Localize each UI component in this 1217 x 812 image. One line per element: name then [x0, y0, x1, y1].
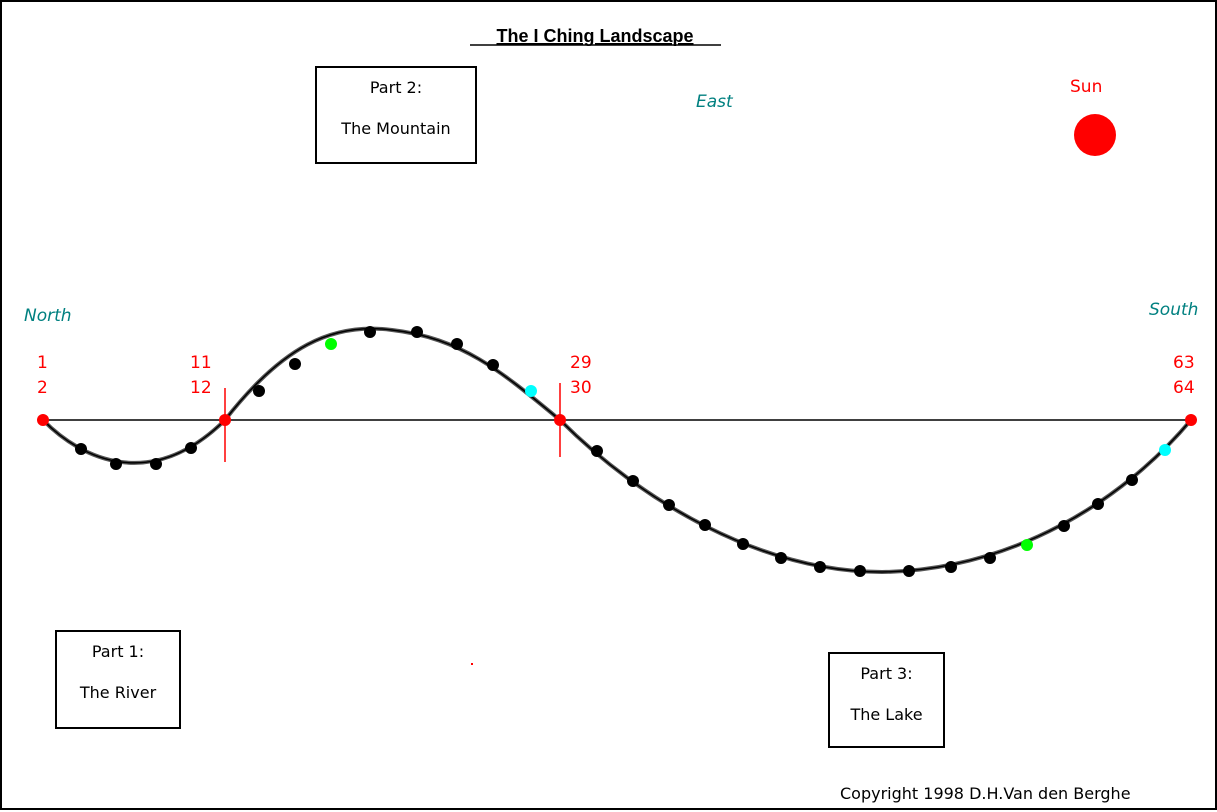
hexagram-dot — [627, 475, 639, 487]
sun-icon — [1074, 114, 1116, 156]
copyright-text: Copyright 1998 D.H.Van den Berghe — [840, 784, 1131, 803]
node-label-2: 2 — [37, 378, 48, 398]
node-dot — [1185, 414, 1197, 426]
part-3-heading: Part 3: — [860, 664, 913, 683]
hexagram-dot — [75, 443, 87, 455]
hexagram-dot — [150, 458, 162, 470]
hexagram-dot — [411, 326, 423, 338]
hexagram-dot — [814, 561, 826, 573]
east-label: East — [696, 92, 734, 112]
node-label-1: 1 — [37, 353, 48, 373]
hexagram-dot — [487, 359, 499, 371]
landscape-curve-shadow — [41, 326, 1193, 575]
hexagram-dots — [37, 326, 1197, 577]
node-label-64: 64 — [1173, 378, 1195, 398]
hexagram-dot — [945, 561, 957, 573]
hexagram-dot — [1126, 474, 1138, 486]
part-3-name: The Lake — [850, 705, 923, 724]
diagram-title: The I Ching Landscape — [496, 26, 693, 46]
north-label: North — [24, 306, 72, 326]
part-1-name: The River — [79, 683, 157, 702]
part-1-river-box: Part 1: The River — [55, 630, 181, 729]
landscape-curve — [42, 327, 1192, 573]
hexagram-dot — [525, 385, 537, 397]
hexagram-dot — [364, 326, 376, 338]
node-dot — [219, 414, 231, 426]
stray-mark — [471, 663, 473, 665]
part-2-name: The Mountain — [341, 119, 451, 138]
node-label-30: 30 — [570, 378, 592, 398]
hexagram-dot — [1021, 539, 1033, 551]
node-label-29: 29 — [570, 353, 592, 373]
hexagram-dot — [110, 458, 122, 470]
node-label-12: 12 — [190, 378, 212, 398]
node-dot — [554, 414, 566, 426]
hexagram-dot — [984, 552, 996, 564]
hexagram-dot — [737, 538, 749, 550]
hexagram-dot — [775, 552, 787, 564]
hexagram-dot — [325, 338, 337, 350]
hexagram-dot — [699, 519, 711, 531]
hexagram-dot — [185, 442, 197, 454]
node-label-11: 11 — [190, 353, 212, 373]
hexagram-dot — [854, 565, 866, 577]
hexagram-dot — [1159, 444, 1171, 456]
hexagram-dot — [451, 338, 463, 350]
part-2-mountain-box: Part 2: The Mountain — [315, 66, 477, 164]
hexagram-dot — [591, 445, 603, 457]
sun-label: Sun — [1070, 77, 1102, 97]
hexagram-dot — [1092, 498, 1104, 510]
part-3-lake-box: Part 3: The Lake — [828, 652, 945, 748]
south-label: South — [1149, 300, 1198, 320]
hexagram-dot — [1058, 520, 1070, 532]
hexagram-dot — [663, 499, 675, 511]
node-label-63: 63 — [1173, 353, 1195, 373]
node-dot — [37, 414, 49, 426]
part-1-heading: Part 1: — [91, 642, 145, 661]
part-2-heading: Part 2: — [369, 78, 423, 97]
hexagram-dot — [903, 565, 915, 577]
hexagram-dot — [253, 385, 265, 397]
hexagram-dot — [289, 358, 301, 370]
